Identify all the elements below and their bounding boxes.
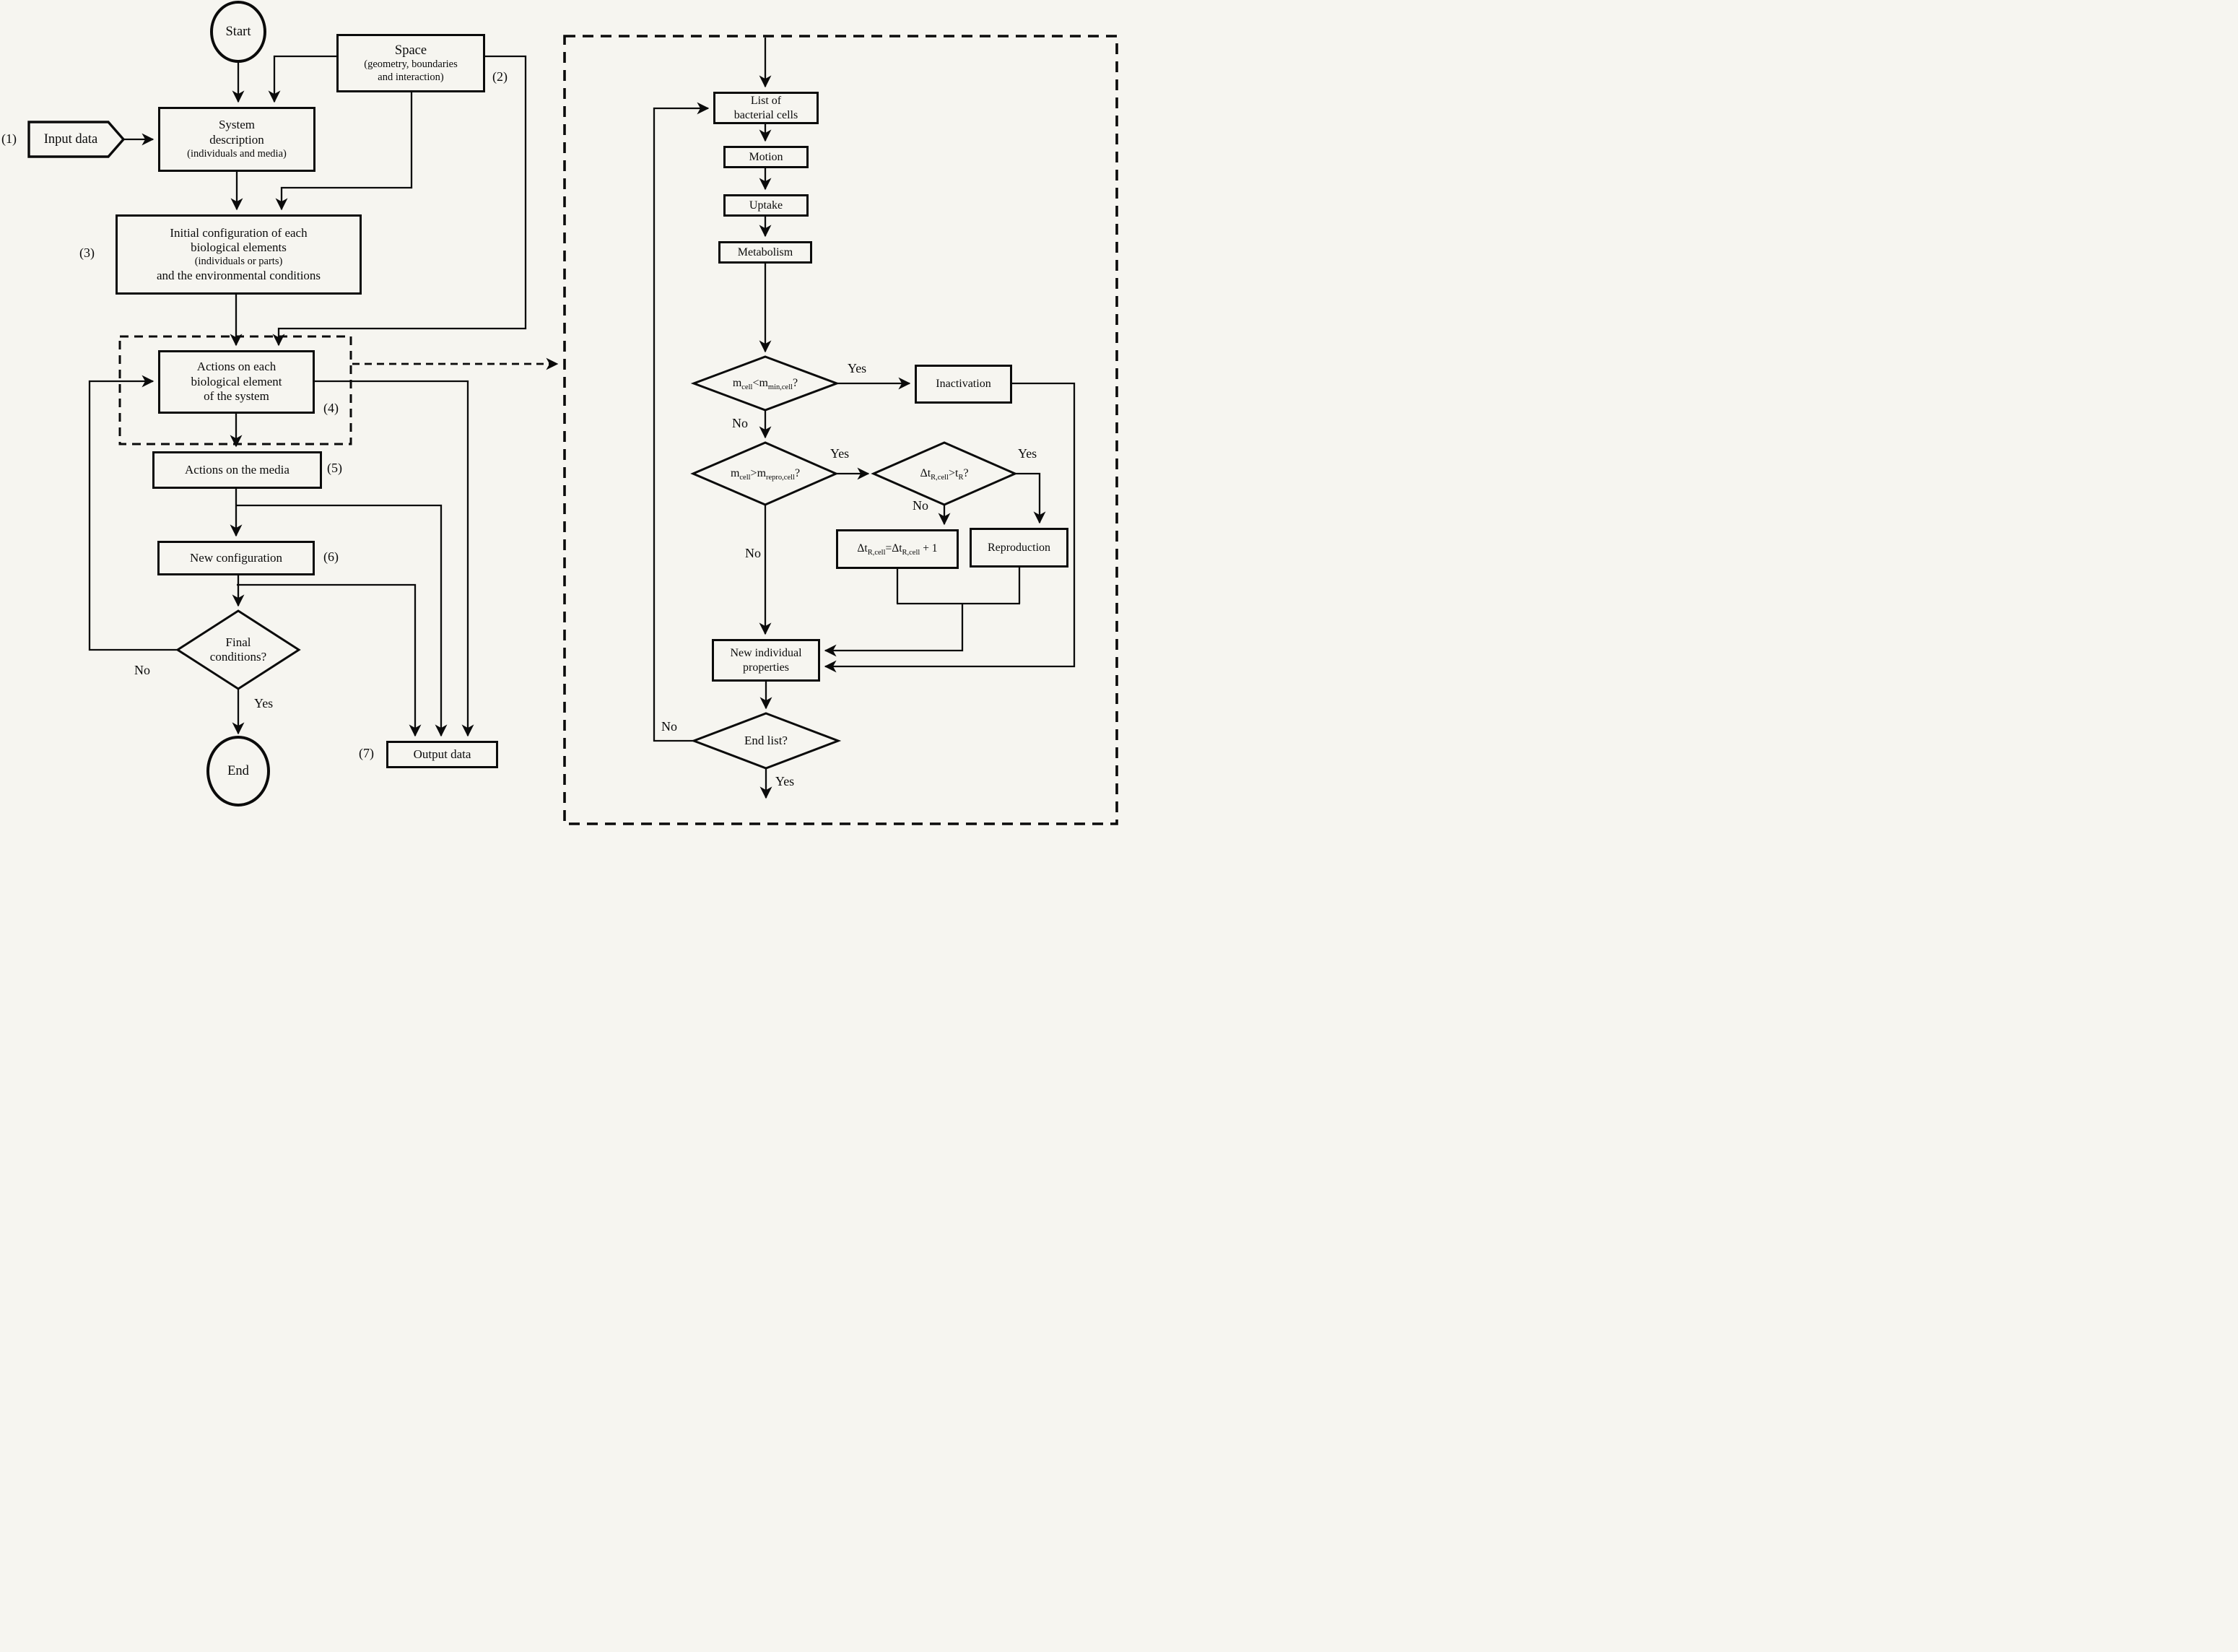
annotation-1: (1) <box>1 131 17 146</box>
list-bacterial-cells-node: List of bacterial cells <box>713 92 819 124</box>
end-list-label: End list? <box>744 733 788 747</box>
new-individual-properties-node: New individual properties <box>712 639 820 682</box>
uptake-node: Uptake <box>723 194 809 217</box>
d3-yes-label: Yes <box>1018 446 1037 461</box>
initial-configuration-node: Initial configuration of each biological… <box>116 214 362 295</box>
annotation-4: (4) <box>323 401 339 415</box>
arrow-join-to-newind <box>824 604 964 657</box>
annotation-2: (2) <box>492 69 508 84</box>
final-conditions-diamond <box>175 609 301 690</box>
inactivation-node: Inactivation <box>915 365 1012 404</box>
arrow-endlist-no-loop <box>653 102 710 742</box>
d2-diamond <box>690 441 839 506</box>
arrow-inactivation-loop <box>824 382 1076 673</box>
input-data-shape <box>27 121 126 158</box>
d1-yes-label: Yes <box>848 361 867 375</box>
end-list-diamond <box>690 712 842 770</box>
d1-no-label: No <box>732 416 748 430</box>
d2-no-label: No <box>745 546 761 560</box>
annotation-6: (6) <box>323 549 339 564</box>
d2-decision-label: mcell>mrepro,cell? <box>730 467 801 482</box>
reproduction-node: Reproduction <box>970 528 1068 568</box>
end-terminal-label: End <box>227 763 249 778</box>
flowchart-figure: Start Space (geometry, boundaries and in… <box>0 0 1119 826</box>
final-no-label: No <box>134 663 150 677</box>
arrow-space-to-initial <box>275 92 413 211</box>
system-description-node: System description (individuals and medi… <box>158 107 315 172</box>
arrow-final-no-loop <box>88 375 178 651</box>
endlist-no-label: No <box>661 719 677 734</box>
d1-decision-label: mcell<mmin,cell? <box>732 377 798 392</box>
start-terminal-circle <box>210 1 266 63</box>
arrow-newconfig-to-output <box>237 583 422 737</box>
annotation-5: (5) <box>327 461 342 475</box>
arrow-d3-yes-to-reproduction <box>1015 472 1046 524</box>
actions-biological-node: Actions on each biological element of th… <box>158 350 315 414</box>
start-terminal-label: Start <box>225 24 251 39</box>
space-node: Space (geometry, boundaries and interact… <box>336 34 485 92</box>
final-conditions-label: Final conditions? <box>209 635 267 664</box>
new-configuration-node: New configuration <box>157 541 315 575</box>
endlist-yes-label: Yes <box>775 774 795 788</box>
output-data-node: Output data <box>386 741 498 768</box>
input-data-label: Input data <box>43 131 98 147</box>
d3-no-label: No <box>913 498 928 513</box>
annotation-3: (3) <box>79 245 95 260</box>
actions-media-node: Actions on the media <box>152 451 322 489</box>
arrow-media-to-output <box>237 504 448 737</box>
d1-diamond <box>690 355 840 412</box>
d3-decision-label: ΔtR,cell>tR? <box>920 467 969 482</box>
arrow-space-to-system <box>268 55 336 103</box>
motion-node: Motion <box>723 146 809 168</box>
dt-update-node: ΔtR,cell=ΔtR,cell + 1 <box>836 529 959 569</box>
final-yes-label: Yes <box>254 696 274 710</box>
arrow-actions-to-output <box>315 380 474 737</box>
connector-layer <box>27 1 1118 825</box>
submodel-dashed-border <box>563 35 1118 825</box>
annotation-7: (7) <box>359 746 374 760</box>
d3-diamond <box>871 441 1018 506</box>
end-terminal-circle <box>206 736 270 807</box>
metabolism-node: Metabolism <box>718 241 812 264</box>
d2-yes-label: Yes <box>830 446 850 461</box>
arrow-space-to-actions <box>272 55 527 347</box>
